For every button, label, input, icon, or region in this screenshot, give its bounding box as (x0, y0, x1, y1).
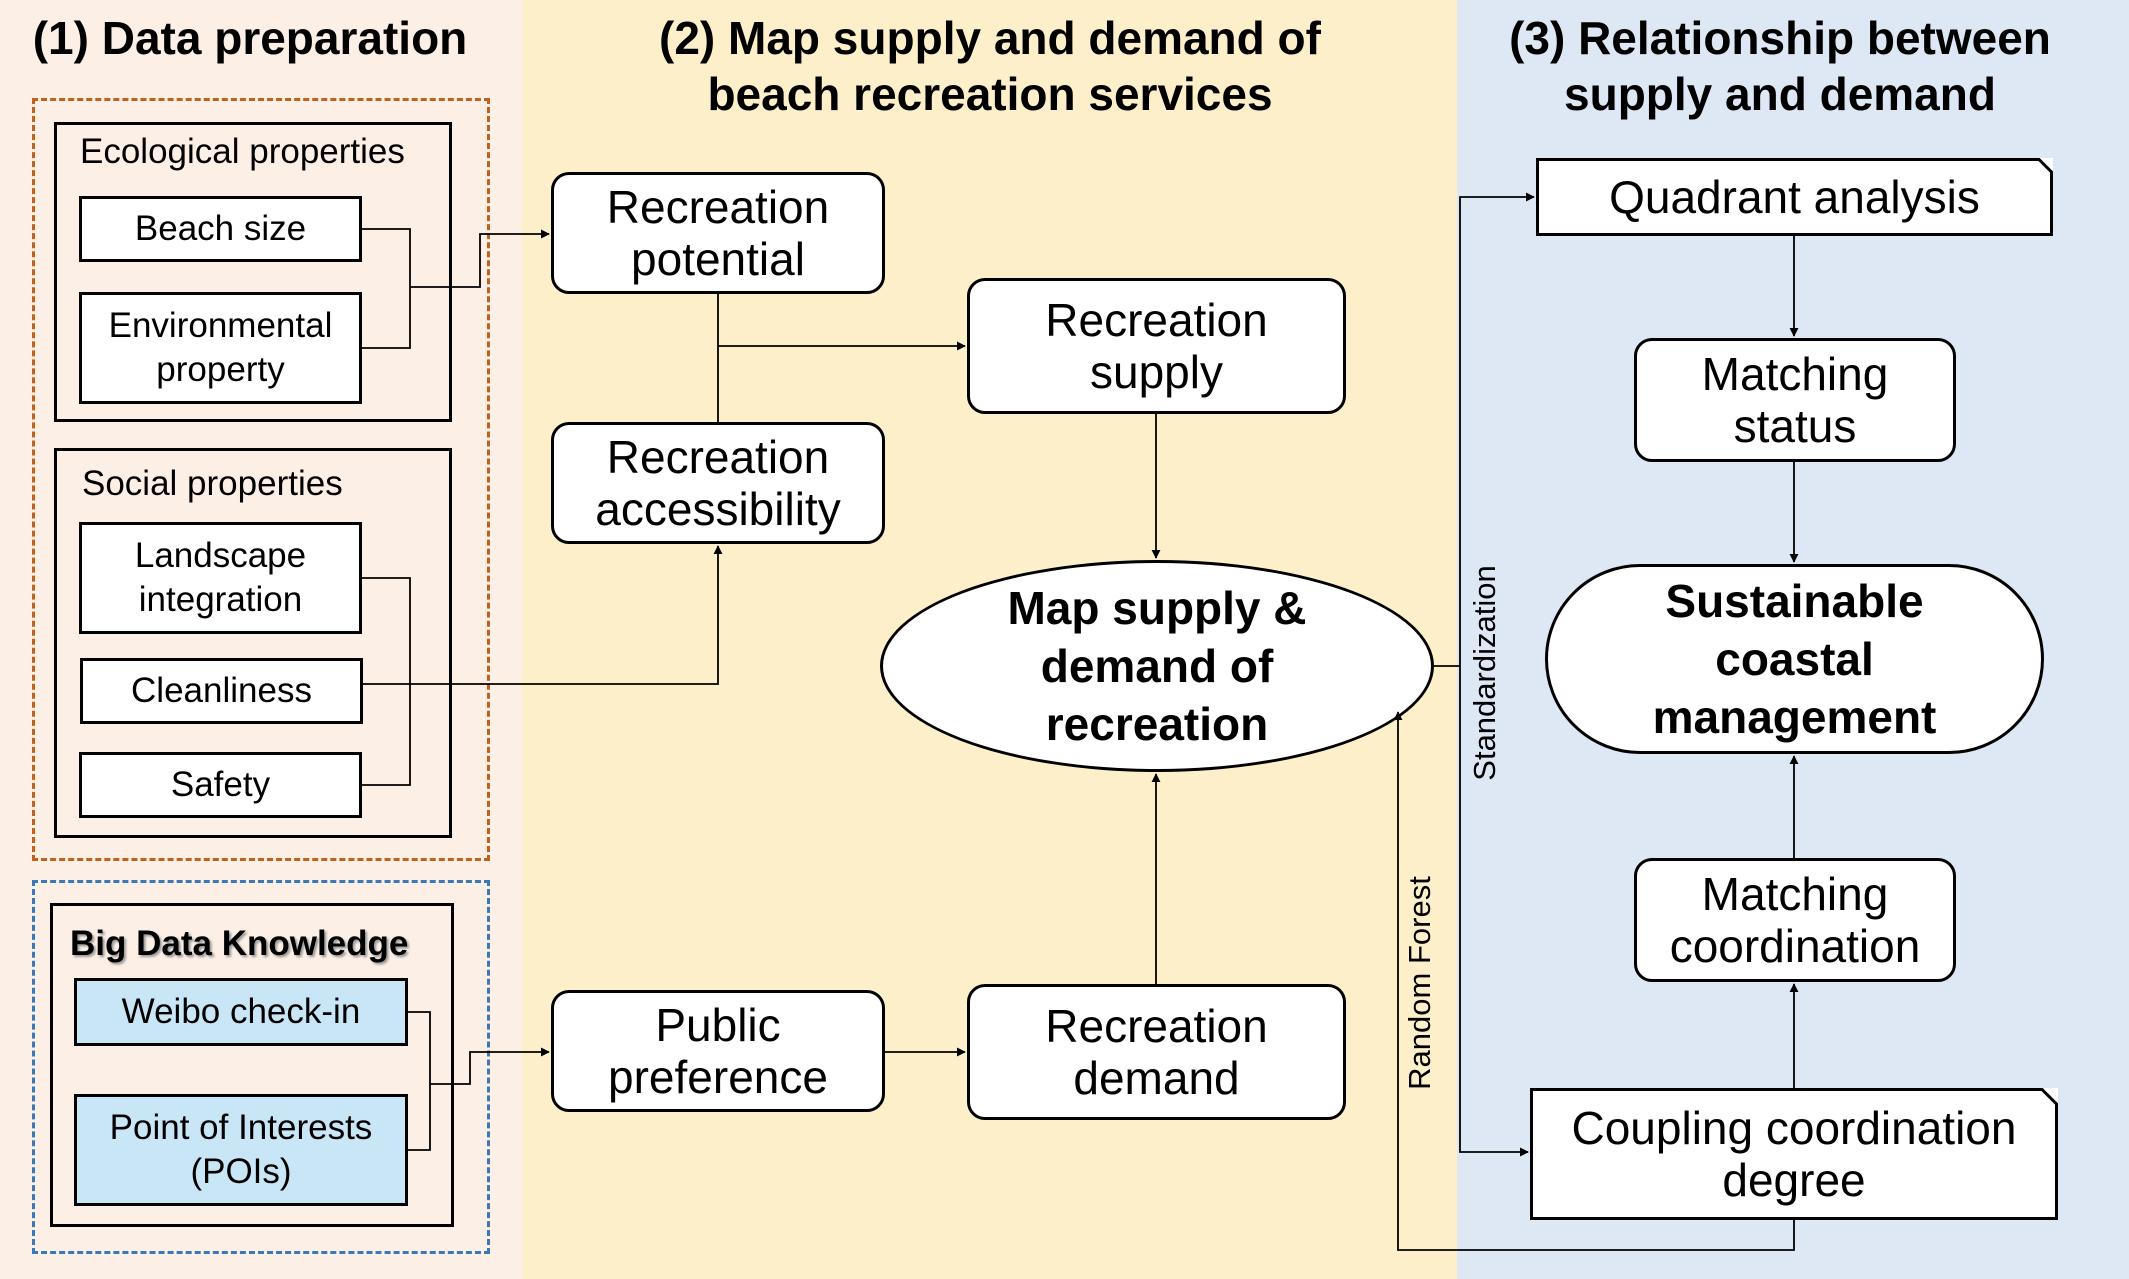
big-data-group (32, 880, 490, 1254)
edge-bigdata-to-preference (430, 1047, 550, 1085)
cleanliness-box: Cleanliness (80, 658, 363, 724)
edge-to-coupling (1459, 666, 1529, 1157)
edge-social-to-accessibility (410, 545, 723, 685)
edge-beach-size-bracket (362, 228, 411, 349)
recreation-potential-node: Recreation potential (551, 172, 885, 294)
big-data-label: Big Data Knowledge (70, 924, 409, 963)
edge-social-bracket (362, 577, 411, 786)
social-properties-label: Social properties (82, 464, 343, 503)
folded-corner-frame (1536, 158, 2053, 236)
standardization-label: Standardization (1467, 565, 1502, 781)
panel-title-relationship: (3) Relationship between supply and dema… (1509, 12, 2051, 120)
sustainable-management-node: Sustainable coastal management (1545, 564, 2044, 754)
public-preference-node: Public preference (551, 990, 885, 1112)
map-supply-demand-node: Map supply & demand of recreation (880, 560, 1434, 772)
recreation-supply-node: Recreation supply (967, 278, 1346, 414)
edge-bigdata-bracket (408, 1011, 431, 1151)
beach-size-box: Beach size (79, 196, 362, 262)
panel-title-data-preparation: (1) Data preparation (32, 12, 468, 64)
matching-coordination-node: Matching coordination (1634, 858, 1956, 982)
poi-box: Point of Interests (POIs) (74, 1094, 408, 1206)
matching-status-node: Matching status (1634, 338, 1956, 462)
folded-corner-frame (1530, 1088, 2058, 1220)
edge-random-forest-feedback (1393, 711, 1795, 1251)
properties-group (32, 98, 490, 861)
environmental-property-box: Environmental property (79, 292, 362, 404)
recreation-accessibility-node: Recreation accessibility (551, 422, 885, 544)
landscape-integration-box: Landscape integration (79, 522, 362, 634)
random-forest-label: Random Forest (1402, 876, 1437, 1090)
panel-title-map-supply-demand: (2) Map supply and demand of beach recre… (659, 12, 1321, 120)
coupling-coordination-label: Coupling coordination degree (1571, 1102, 2017, 1206)
coupling-coordination-node: Coupling coordination degree (1530, 1088, 2058, 1220)
edge-to-quadrant (1459, 192, 1535, 666)
weibo-checkin-box: Weibo check-in (74, 978, 408, 1046)
quadrant-analysis-node: Quadrant analysis (1536, 158, 2053, 236)
ecological-properties-label: Ecological properties (80, 132, 405, 171)
safety-box: Safety (79, 752, 362, 818)
edge-ecological-to-potential (410, 229, 550, 288)
quadrant-analysis-label: Quadrant analysis (1609, 171, 1980, 223)
recreation-demand-node: Recreation demand (967, 984, 1346, 1120)
